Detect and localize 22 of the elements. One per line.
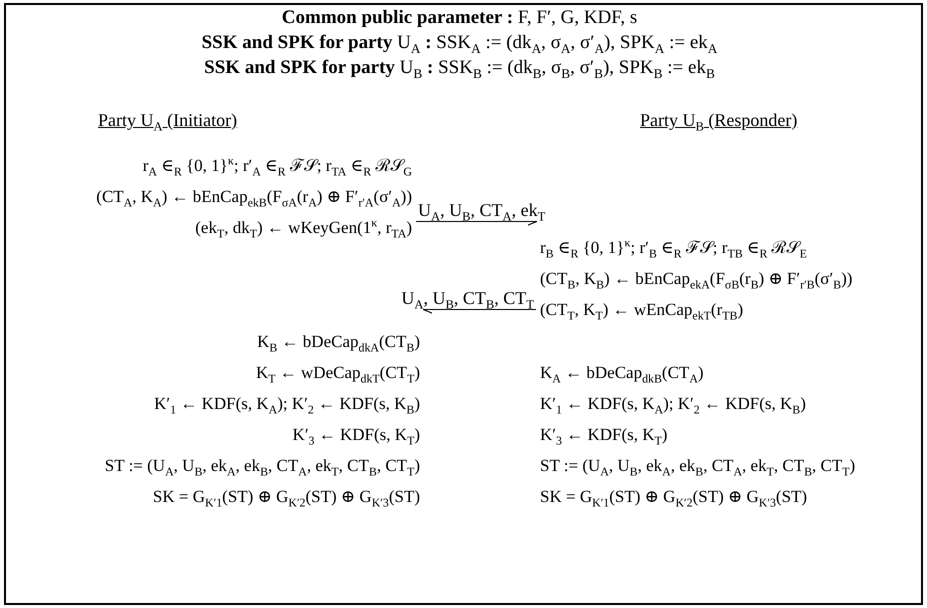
protocol-step: ST := (U$_{A}$, U$_{B}$, ek$_{A}$, ek$_{B}$, CT$_{A}$, ek$_{T}$, CT$_{B}$, CT$_{T}$)	[104, 456, 420, 475]
protocol-step: ST := (U$_{A}$, U$_{B}$, ek$_{A}$, ek$_{B}$, CT$_{A}$, ek$_{T}$, CT$_{B}$, CT$_{T}$)	[540, 456, 856, 475]
protocol-step: K$_{T}$ ← wDeCap$_{dkT}$(CT$_{T}$)	[256, 363, 420, 382]
protocol-step: K$_{A}$ ← bDeCap$_{dkB}$(CT$_{A}$)	[540, 363, 704, 382]
protocol-step: K$_{B}$ ← bDeCap$_{dkA}$(CT$_{B}$)	[257, 332, 420, 351]
protocol-step: SK = G$_{K′1}$(ST) ⊕ G$_{K′2}$(ST) ⊕ G$_{K′3}$(ST)	[540, 487, 808, 506]
protocol-step: K′$_{3}$ ← KDF(s, K$_{T}$)	[540, 425, 668, 444]
key-definition: SSK and SPK for party U$_{A}$ : SSK$_{A}$ := (dk$_{A}$, σ$_{A}$, σ′$_{A}$), SPK$_{A}$ := ek$_{A}$	[202, 32, 718, 53]
protocol-step: (CT$_{T}$, K$_{T}$) ← wEnCap$_{ekT}$(r$_{TB}$)	[540, 300, 744, 319]
key-definition: SSK and SPK for party U$_{B}$ : SSK$_{B}$ := (dk$_{B}$, σ$_{B}$, σ′$_{B}$), SPK$_{B}$ := ek$_{B}$	[204, 57, 715, 78]
protocol-step: K′$_{1}$ ← KDF(s, K$_{A}$); K′$_{2}$ ← KDF(s, K$_{B}$)	[540, 394, 806, 413]
party-heading: Party U$_{B}$ (Responder)	[640, 110, 798, 131]
protocol-step: K′$_{1}$ ← KDF(s, K$_{A}$); K′$_{2}$ ← KDF(s, K$_{B}$)	[154, 394, 420, 413]
protocol-step: (ek$_{T}$, dk$_{T}$) ← wKeyGen(1$^{κ}$, r$_{TA}$)	[195, 218, 412, 237]
party-heading: Party U$_{A}$ (Initiator)	[98, 110, 238, 131]
protocol-step: r$_{A}$ ∈$_{R}$ {0, 1}$^{κ}$; r′$_{A}$ ∈$_{R}$ ℱ𝒮; r$_{TA}$ ∈$_{R}$ ℛ𝒮$_{G}$	[142, 156, 412, 175]
protocol-step: (CT$_{B}$, K$_{B}$) ← bEnCap$_{ekA}$(F$_{σB}$(r$_{B}$) ⊕ F′$_{r′B}$(σ′$_{B}$))	[540, 269, 852, 288]
protocol-step: r$_{B}$ ∈$_{R}$ {0, 1}$^{κ}$; r′$_{B}$ ∈$_{R}$ ℱ𝒮; r$_{TB}$ ∈$_{R}$ ℛ𝒮$_{E}$	[540, 238, 807, 257]
protocol-step: K′$_{3}$ ← KDF(s, K$_{T}$)	[292, 425, 420, 444]
protocol-step: (CT$_{A}$, K$_{A}$) ← bEnCap$_{ekB}$(F$_{σA}$(r$_{A}$) ⊕ F′$_{r′A}$(σ′$_{A}$))	[96, 187, 412, 206]
protocol-step: SK = G$_{K′1}$(ST) ⊕ G$_{K′2}$(ST) ⊕ G$_{K′3}$(ST)	[152, 487, 420, 506]
parameter-heading: Common public parameter : F, F′, G, KDF, s	[282, 7, 638, 28]
